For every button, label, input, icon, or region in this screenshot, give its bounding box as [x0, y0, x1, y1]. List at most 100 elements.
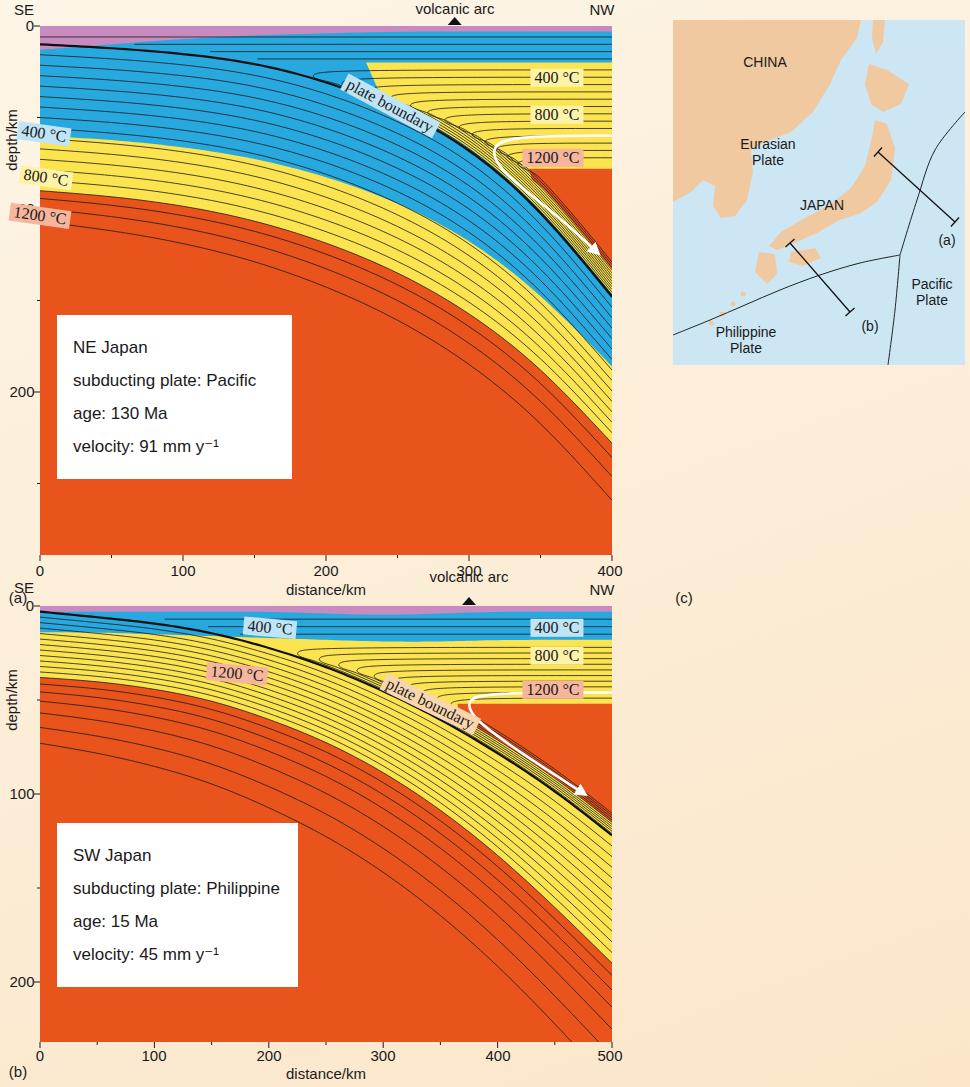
plate-boundary-line — [40, 612, 612, 836]
wedge-core — [529, 169, 612, 270]
tick — [612, 1042, 613, 1048]
sea — [673, 20, 965, 365]
land — [789, 248, 821, 266]
info-text: subducting plate: Philippine — [73, 872, 282, 905]
isotherm-label: 1200 °C — [522, 681, 583, 699]
tick-label: 200 — [9, 383, 34, 400]
flow-arrow — [469, 692, 612, 794]
isotherm — [374, 670, 612, 825]
tick — [326, 555, 327, 561]
isotherm — [40, 76, 612, 329]
direction-label: NW — [590, 581, 615, 598]
direction-label: SE — [14, 1, 34, 18]
profile-line — [874, 148, 959, 227]
isotherm-band — [40, 26, 612, 443]
panel-label: (c) — [675, 589, 693, 606]
tick — [37, 117, 40, 118]
tick — [397, 555, 398, 558]
thermal-model — [40, 606, 612, 1042]
plate-boundary-line — [673, 255, 900, 335]
info-text: age: 15 Ma — [73, 905, 282, 938]
isotherm — [134, 44, 612, 45]
tick — [34, 794, 40, 795]
tick — [34, 982, 40, 983]
isotherm-label: 400 °C — [530, 69, 583, 87]
isotherm — [459, 121, 612, 276]
info-text: velocity: 45 mm y⁻¹ — [73, 938, 282, 971]
tick-label: 400 — [485, 1047, 510, 1064]
map-label: CHINA — [743, 54, 787, 70]
info-text: age: 130 Ma — [73, 397, 276, 430]
tick-label: 0 — [26, 17, 34, 34]
axis-title: depth/km — [3, 669, 20, 731]
tick-label: 200 — [313, 562, 338, 579]
tick — [97, 1042, 98, 1045]
isotherm — [40, 701, 612, 1007]
tick — [469, 555, 470, 561]
panel-label: (b) — [9, 1063, 27, 1080]
axis-title: distance/km — [286, 1065, 366, 1082]
tick — [497, 1042, 498, 1048]
isotherm — [445, 114, 612, 279]
tick — [111, 555, 112, 558]
volcano-symbol — [448, 17, 462, 25]
land — [872, 20, 885, 54]
crust-layer — [40, 26, 612, 50]
tick — [254, 555, 255, 558]
isotherm — [319, 653, 612, 831]
profile-line — [785, 239, 854, 316]
tick — [440, 1042, 441, 1045]
tick-label: 0 — [36, 562, 44, 579]
isotherm — [40, 36, 612, 37]
tick-label: 200 — [256, 1047, 281, 1064]
island — [731, 302, 736, 307]
tick — [183, 555, 184, 561]
isotherm-label: 800 °C — [530, 106, 583, 124]
map-label: Pacific Plate — [902, 276, 962, 308]
isotherm — [40, 170, 612, 423]
axis-ticks — [34, 606, 612, 1048]
plate-boundary-line — [900, 112, 965, 255]
land — [755, 252, 777, 284]
plate-boundary-line — [888, 255, 900, 365]
hot-mantle — [40, 26, 612, 555]
axis-ticks — [34, 26, 612, 561]
isotherm — [40, 692, 612, 990]
map-label: JAPAN — [800, 197, 844, 213]
isotherm — [508, 150, 612, 264]
feature-label: volcanic arc — [415, 0, 494, 17]
tick — [34, 26, 40, 27]
tick-label: 100 — [170, 562, 195, 579]
isotherms — [40, 617, 612, 1042]
profile-label: (b) — [861, 318, 878, 334]
tick — [540, 555, 541, 558]
tick — [211, 1042, 212, 1045]
tick — [34, 392, 40, 393]
isotherm — [40, 617, 612, 846]
land — [673, 20, 861, 218]
flow-arrow — [494, 136, 612, 253]
isotherm — [472, 128, 612, 273]
tick-label: 500 — [597, 1047, 622, 1064]
crust-layer — [40, 606, 612, 615]
volcano-symbol — [462, 597, 476, 605]
map-label: Philippine Plate — [706, 324, 786, 356]
island — [709, 321, 714, 326]
tick — [37, 700, 40, 701]
tick — [37, 300, 40, 301]
isotherm — [257, 58, 612, 59]
tick-label: 0 — [26, 597, 34, 614]
map-label: Eurasian Plate — [733, 136, 803, 168]
tick — [37, 888, 40, 889]
info-text: velocity: 91 mm y⁻¹ — [73, 430, 276, 463]
isotherm — [40, 677, 612, 963]
tick-label: 0 — [36, 1047, 44, 1064]
thermal-model — [40, 26, 612, 555]
isotherms — [40, 37, 612, 500]
info-box: NE Japansubducting plate: Pacificage: 13… — [57, 315, 292, 479]
isotherm — [40, 743, 612, 1042]
tick-label: 100 — [9, 785, 34, 802]
isotherm — [210, 51, 612, 52]
isotherm — [40, 65, 612, 318]
tick — [40, 1042, 41, 1048]
